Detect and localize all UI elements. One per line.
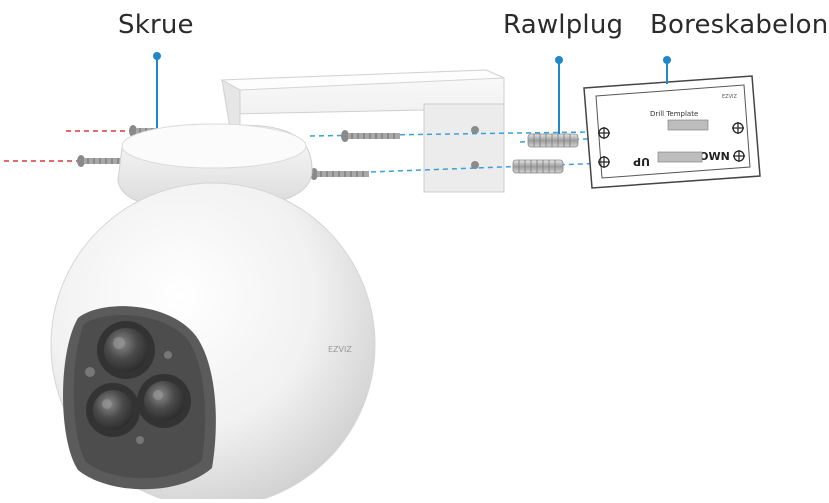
crosshair-icon	[598, 156, 610, 168]
callout-leader-drill-template	[663, 56, 671, 84]
crosshair-icon	[598, 127, 610, 139]
drill-template: Drill Template EZVIZ UP DOWN	[583, 75, 761, 189]
label-drill-template: Boreskabelon	[650, 10, 829, 40]
crosshair-icon	[733, 150, 745, 162]
template-up-label: UP	[633, 155, 650, 168]
callout-leader-wall-plug	[555, 56, 563, 134]
wall-plug	[527, 133, 579, 148]
label-screw: Skrue	[118, 10, 194, 40]
screw	[77, 155, 124, 167]
template-up-mark: UP	[633, 155, 650, 168]
label-wall-plug: Rawlplug	[503, 10, 624, 40]
template-heading: Drill Template	[650, 110, 698, 118]
camera-lens	[97, 321, 155, 379]
template-tiny-text: EZVIZ	[722, 94, 737, 100]
screw	[341, 130, 400, 142]
camera-lens	[86, 383, 140, 437]
camera-lens	[137, 374, 191, 428]
wall-bracket	[220, 69, 505, 193]
crosshair-icon	[732, 122, 744, 134]
screw	[310, 168, 369, 180]
wall-plug	[512, 159, 564, 174]
camera: EZVIZ	[50, 123, 376, 503]
camera-brand-logo: EZVIZ	[328, 345, 352, 354]
callout-leader-screw	[153, 52, 161, 128]
